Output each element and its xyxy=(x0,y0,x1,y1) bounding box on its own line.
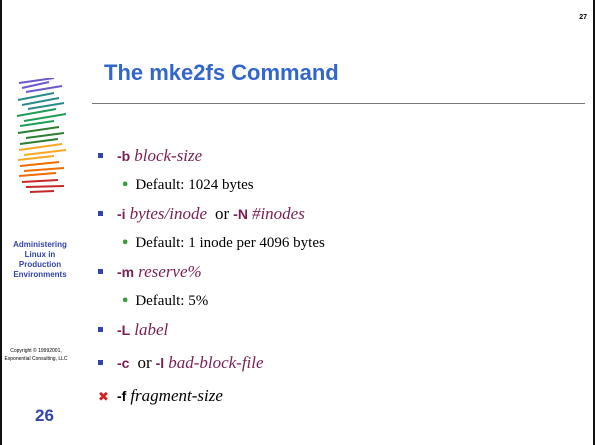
or-text: or xyxy=(137,353,152,372)
sub-bullet-item: • Default: 5% xyxy=(121,292,208,310)
bullet-item-f: ✖ -f fragment-size xyxy=(98,386,223,406)
option-flag: -b xyxy=(117,148,131,164)
square-bullet-icon xyxy=(98,152,103,158)
slide-title: The mke2fs Command xyxy=(104,60,339,85)
slide-number-top: 27 xyxy=(579,14,587,21)
bullet-item-m: -m reserve% xyxy=(98,262,202,282)
dot-bullet-icon: • xyxy=(121,178,130,193)
bullet-item-L: -L label xyxy=(98,320,168,340)
course-title: Administering Linux in Production Enviro… xyxy=(0,240,80,280)
default-text: Default: 1024 bytes xyxy=(135,177,254,193)
square-bullet-icon xyxy=(98,326,103,332)
slide-frame-right xyxy=(593,0,595,445)
option-flag-alt: -N xyxy=(233,206,248,222)
option-argument: block-size xyxy=(134,146,203,165)
course-title-line: Linux in xyxy=(24,250,56,259)
square-bullet-icon xyxy=(98,268,103,274)
dot-bullet-icon: • xyxy=(121,294,130,309)
option-flag: -c xyxy=(117,355,130,371)
sub-bullet-item: • Default: 1024 bytes xyxy=(121,176,254,194)
course-title-line: Production xyxy=(18,260,62,269)
option-argument-alt: #inodes xyxy=(251,204,305,223)
square-bullet-icon xyxy=(98,359,103,365)
option-argument: bytes/inode xyxy=(129,204,207,223)
option-argument: reserve% xyxy=(138,262,202,281)
option-flag: -i xyxy=(117,206,126,222)
option-flag: -L xyxy=(117,322,131,338)
bullet-item-i: -i bytes/inode or -N #inodes xyxy=(98,204,305,224)
or-text: or xyxy=(214,204,230,223)
default-text: Default: 1 inode per 4096 bytes xyxy=(135,235,325,251)
course-title-line: Environments xyxy=(13,270,67,279)
dot-bullet-icon: • xyxy=(121,236,130,251)
copyright-line: Copyright © 19992001, xyxy=(10,348,62,354)
option-argument: fragment-size xyxy=(130,386,223,405)
cross-icon: ✖ xyxy=(98,390,109,405)
copyright-notice: Copyright © 19992001, Exponential Consul… xyxy=(0,347,72,363)
bullet-item-c: -c or -l bad-block-file xyxy=(98,353,264,373)
option-flag: -f xyxy=(117,388,127,404)
option-flag-alt: -l xyxy=(155,355,165,371)
default-text: Default: 5% xyxy=(135,293,209,309)
title-divider xyxy=(92,103,585,104)
decorative-logo xyxy=(16,78,67,193)
page-number: 26 xyxy=(35,406,54,425)
square-bullet-icon xyxy=(98,210,103,216)
slide-frame-left xyxy=(0,0,2,445)
course-title-line: Administering xyxy=(13,240,67,249)
option-argument-alt: bad-block-file xyxy=(168,353,264,372)
bullet-item-b: -b block-size xyxy=(98,146,202,166)
copyright-line: Exponential Consulting, LLC xyxy=(4,356,68,362)
option-flag: -m xyxy=(117,264,135,280)
sub-bullet-item: • Default: 1 inode per 4096 bytes xyxy=(121,234,325,252)
option-argument: label xyxy=(134,320,169,339)
